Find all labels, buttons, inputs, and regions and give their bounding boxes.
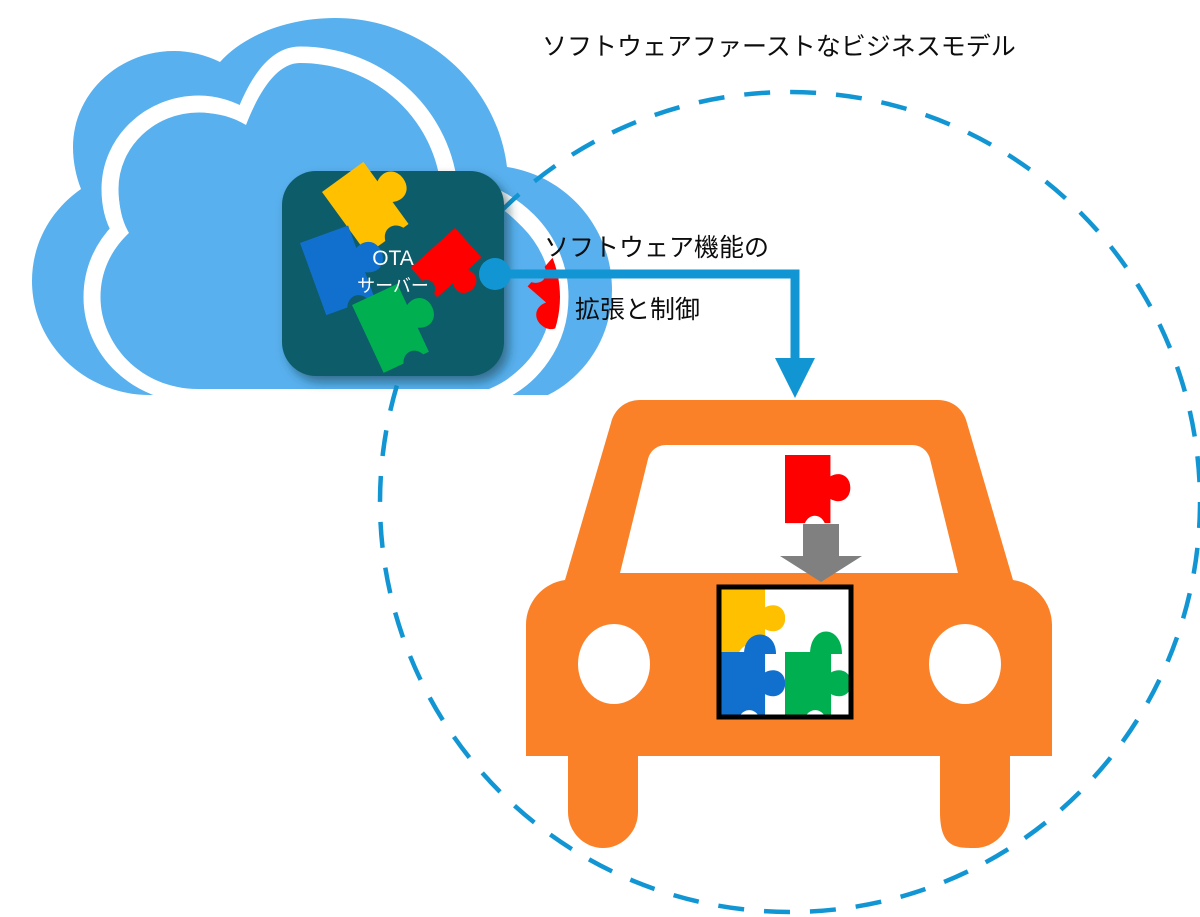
ota-server-label-line2: サーバー [357,276,429,296]
feature-grid[interactable] [716,584,854,720]
connector-group[interactable] [479,258,815,398]
feature-slot-bottom-left-tab [744,634,776,654]
install-group [780,455,862,582]
connector-label-line1: ソフトウェア機能の [544,234,769,262]
car-wheel-right [940,745,1010,848]
feature-grid-border [716,584,854,720]
ota-server-label-line1: OTA [372,247,414,270]
connector-label-line2: 拡張と制御 [575,296,700,324]
connector-arrowhead [775,358,815,398]
page-title: ソフトウェアファーストなビジネスモデル [542,33,1016,61]
connector-origin-dot[interactable] [479,258,511,290]
headlight-left [578,624,650,704]
connector-elbow-line [495,269,800,360]
vehicle-group[interactable] [526,400,1052,848]
ota-server-box[interactable]: OTA サーバー [282,148,504,376]
feature-slot-bottom-right-tab [810,631,842,654]
download-install-arrow [780,524,862,582]
car-wheel-left [568,745,638,848]
headlight-right [929,624,1001,704]
ota-server-panel [282,171,504,376]
